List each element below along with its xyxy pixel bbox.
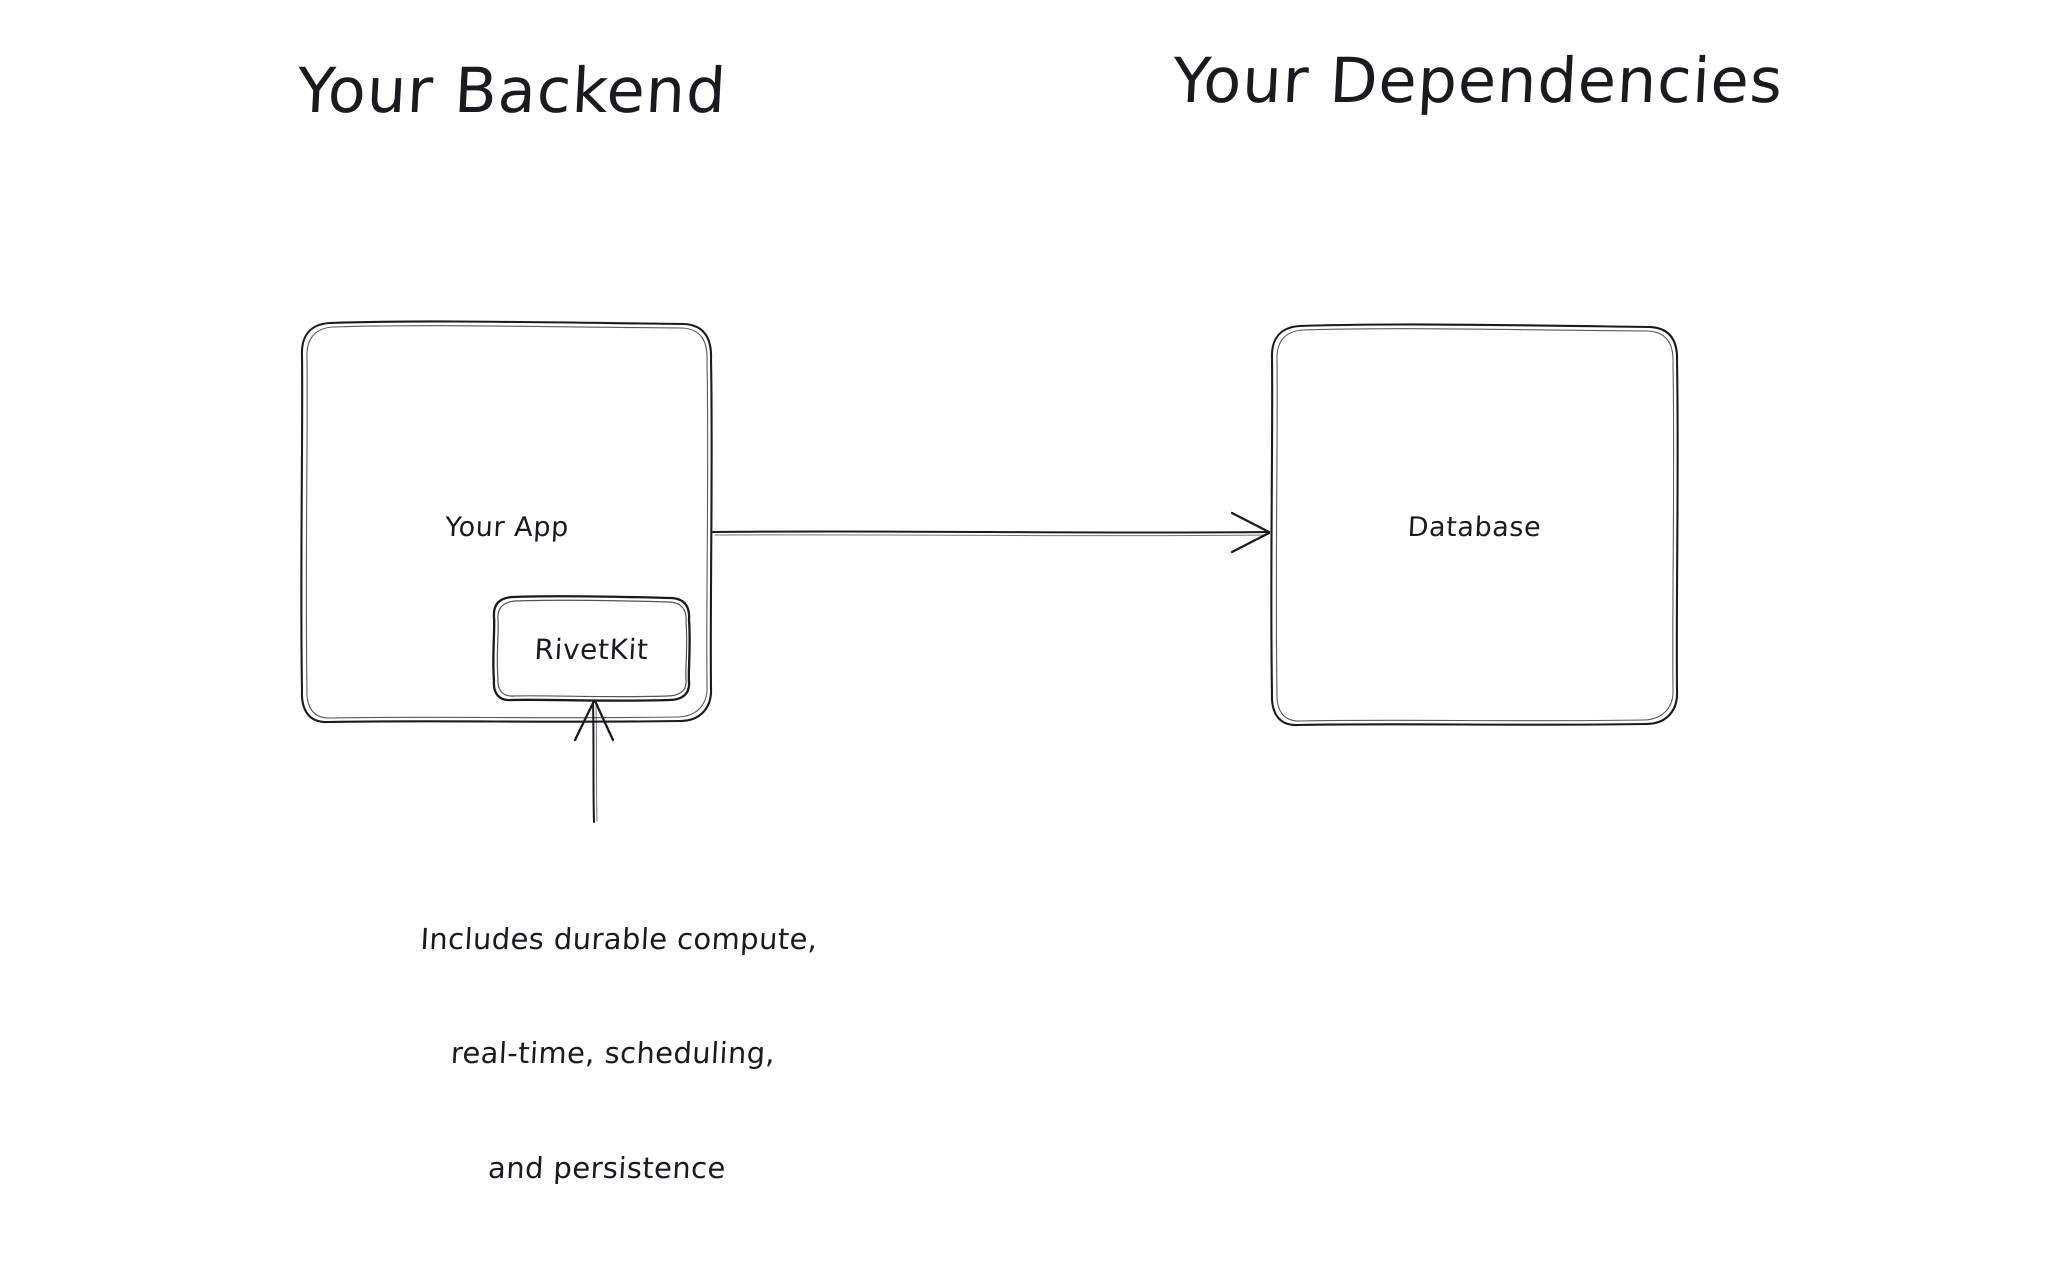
node-database-shape[interactable] [1270,323,1679,727]
annotation-line-3: and persistence [487,1151,727,1186]
node-label-your-app: Your App [444,512,570,543]
node-label-database: Database [1406,512,1543,543]
annotation-rivetkit-note: Includes durable compute, real-time, sch… [372,843,854,1264]
connector-note-to-rivetkit[interactable] [573,699,615,823]
annotation-line-1: Includes durable compute, [419,921,819,956]
node-your-app-shape[interactable] [300,320,713,724]
group-title-backend: Your Backend [295,54,729,127]
group-title-dependencies: Your Dependencies [1170,44,1786,117]
node-label-rivetkit: RivetKit [533,633,650,666]
diagram-strokes [300,320,1679,823]
annotation-line-2: real-time, scheduling, [449,1036,777,1071]
diagram-canvas: Your Backend Your Dependencies Your App … [295,44,1786,1186]
connector-app-to-database[interactable] [712,511,1271,554]
node-rivetkit-shape[interactable] [492,594,691,702]
